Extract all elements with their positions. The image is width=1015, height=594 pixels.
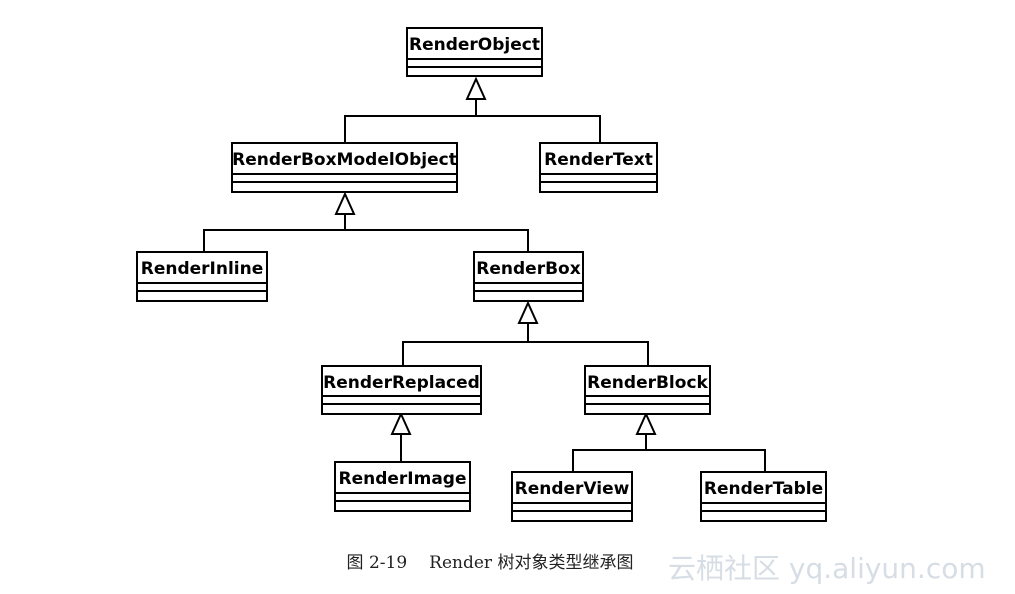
class-render-text: RenderText: [539, 142, 658, 193]
class-name: RenderBox: [476, 259, 580, 279]
class-render-table: RenderTable: [700, 471, 827, 522]
inheritance-arrow-render-box: [517, 300, 539, 324]
class-name: RenderBlock: [587, 373, 708, 393]
class-name: RenderText: [544, 150, 653, 170]
class-render-box-model-object: RenderBoxModelObject: [231, 142, 458, 193]
class-name: RenderView: [515, 479, 630, 499]
inheritance-arrow-render-replaced: [390, 411, 412, 435]
connector-render-object: [344, 99, 601, 143]
class-name: RenderBoxModelObject: [232, 150, 457, 170]
class-name: RenderTable: [704, 479, 823, 499]
inheritance-connectors: [203, 76, 766, 472]
class-render-object: RenderObject: [406, 27, 543, 77]
inheritance-arrow-render-box-model-object: [334, 191, 356, 215]
figure-caption-text: Render 树对象类型继承图: [429, 553, 634, 573]
inheritance-arrow-render-block: [635, 411, 657, 435]
watermark: 云栖社区 yq.aliyun.com: [668, 552, 986, 585]
connector-render-box: [402, 323, 649, 366]
class-name: RenderReplaced: [323, 373, 480, 393]
inheritance-arrow-render-object: [465, 76, 487, 100]
class-name: RenderInline: [141, 259, 264, 279]
class-render-block: RenderBlock: [584, 365, 711, 415]
class-name: RenderImage: [338, 469, 466, 489]
figure-caption: 图 2-19 Render 树对象类型继承图: [0, 548, 980, 573]
class-render-replaced: RenderReplaced: [321, 365, 482, 415]
class-render-box: RenderBox: [473, 251, 584, 302]
class-name: RenderObject: [409, 35, 540, 55]
class-render-view: RenderView: [511, 471, 633, 522]
figure-number: 图 2-19: [346, 553, 408, 573]
class-render-inline: RenderInline: [136, 251, 268, 302]
class-render-image: RenderImage: [334, 461, 471, 512]
connector-render-block: [572, 434, 766, 472]
connector-render-box-model-object: [203, 214, 529, 252]
